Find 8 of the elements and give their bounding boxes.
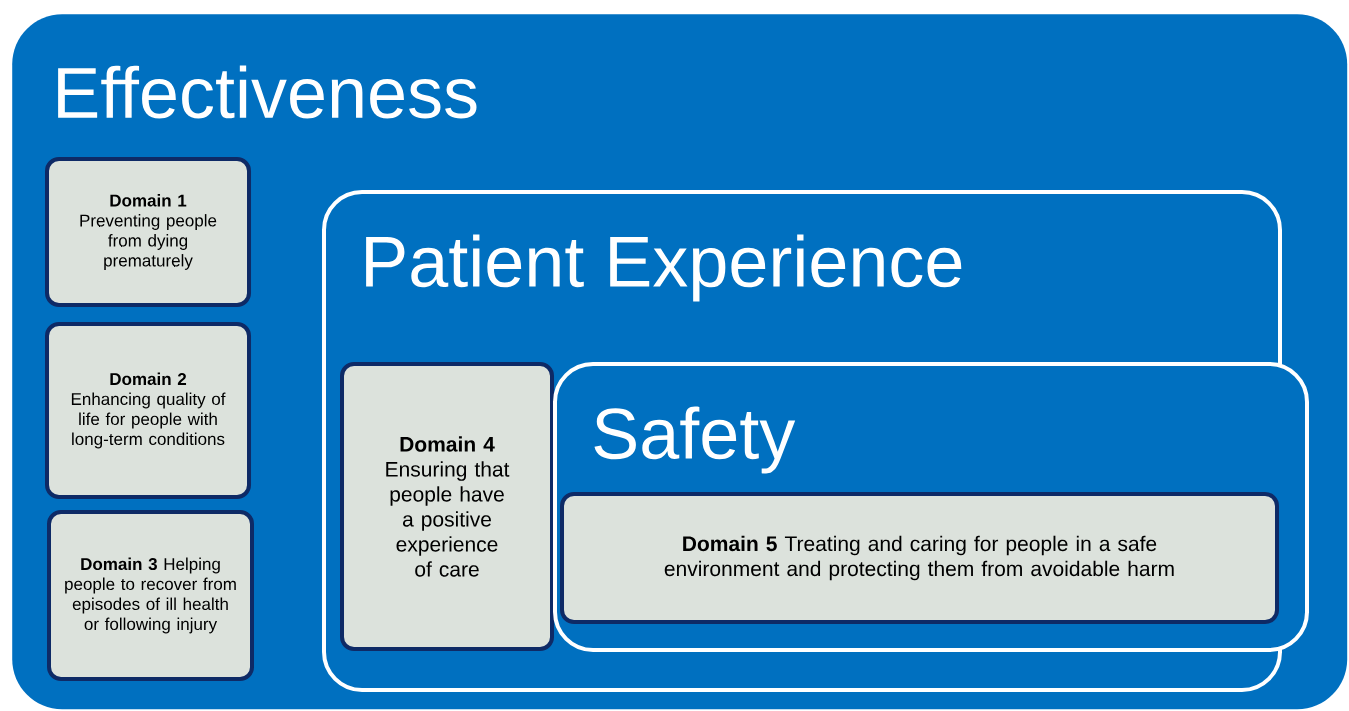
panel-title: Safety	[594, 406, 796, 474]
panel-title: Patient Experience	[366, 234, 962, 302]
domain-box: Domain 1 Preventing people from dying prematurely	[45, 157, 251, 307]
domain-box: Domain 2 Enhancing quality of life for people with long-term conditions	[45, 322, 251, 499]
domain-box: Domain 4 Ensuring that people have a positive experience of care	[340, 362, 554, 651]
domain-box: Domain 3 Helping people to recover from episodes of ill health or following injury	[47, 510, 254, 681]
domain-box: Domain 5 Treating and caring for people in a safe environment and protecting them from avoidable harm	[560, 492, 1279, 624]
panel-title: Effectiveness	[58, 65, 477, 119]
